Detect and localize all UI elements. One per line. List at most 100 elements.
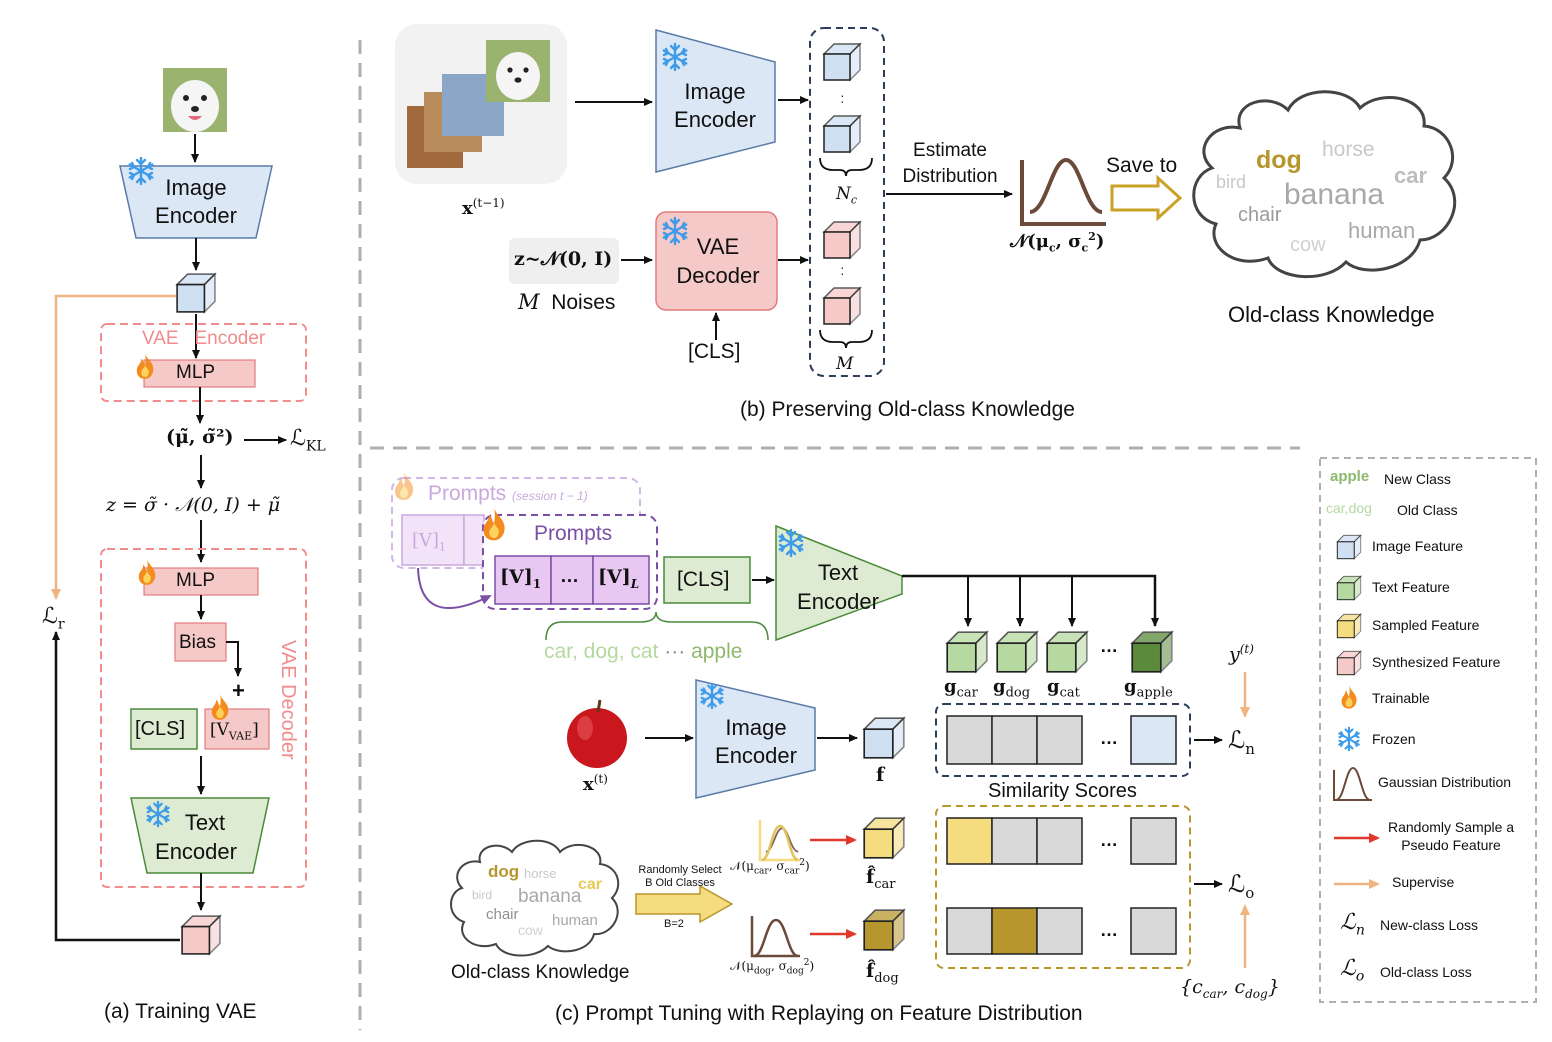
svg-text:·: · <box>840 93 845 109</box>
legend-old-key: car,dog <box>1326 500 1372 516</box>
cloud-word-chair: chair <box>1238 204 1282 226</box>
g-car: gcar <box>944 676 978 701</box>
class-names: car, dog, cat ··· apple <box>544 640 743 663</box>
caption-b: (b) Preserving Old-class Knowledge <box>740 398 1075 421</box>
noises-label: M Noises <box>518 290 616 314</box>
legend-image-cube <box>1336 534 1362 560</box>
f-dog-label: f̂dog <box>866 960 899 986</box>
image-feature-cube <box>176 273 216 313</box>
knowledge-cloud-small <box>450 839 620 957</box>
legend-old-class-loss: Old-class Loss <box>1380 964 1472 980</box>
legend-loss-n-sym: ℒn <box>1340 910 1365 939</box>
sim-dots: … <box>1100 728 1118 748</box>
legend-snowflake-icon <box>1338 726 1360 752</box>
legend-gaussian-icon <box>1335 766 1371 801</box>
g-dog: gdog <box>993 676 1031 701</box>
image-encoder-c <box>695 679 816 799</box>
nc-label: Nc <box>836 184 858 207</box>
vl-label: [V]L <box>598 566 640 591</box>
legend-new-class: New Class <box>1384 471 1451 487</box>
legend-apple-key: apple <box>1330 468 1370 485</box>
legend-synthesized-feature: Synthesized Feature <box>1372 654 1501 670</box>
vae-decoder-box <box>100 548 307 888</box>
image-encoder-b <box>655 29 776 173</box>
similarity-box <box>935 703 1191 777</box>
legend-old-class: Old Class <box>1397 502 1458 518</box>
vae-encoder-label: VAE Encoder <box>142 328 266 349</box>
v1-prev-label: [V]1 <box>412 530 447 554</box>
cloud-word-cow: cow <box>1290 234 1326 256</box>
c-set-label: {ccar, cdog} <box>1180 976 1280 1001</box>
brace-m <box>819 329 873 349</box>
g-apple: gapple <box>1124 676 1173 701</box>
synthesized-feature-cube <box>823 287 861 325</box>
gauss-axis <box>1020 160 1106 226</box>
similarity-label: Similarity Scores <box>988 780 1137 802</box>
loss-o-label: ℒo <box>1228 870 1255 902</box>
prompt-dots: … <box>560 566 579 587</box>
g-cat: gcat <box>1047 676 1080 701</box>
legend-sampled-feature: Sampled Feature <box>1372 617 1480 633</box>
svg-text:·: · <box>840 87 845 103</box>
save-to-label: Save to <box>1106 154 1178 177</box>
vae-decoder-label: VAE Decoder <box>277 640 299 760</box>
old-dots-1: … <box>1100 830 1118 850</box>
mlp-top-label: MLP <box>176 362 216 383</box>
legend-text-feature: Text Feature <box>1372 579 1450 595</box>
prompts-label: Prompts <box>534 522 613 545</box>
small-word-human: human <box>552 912 598 929</box>
small-word-banana: banana <box>518 886 582 907</box>
plus-sign: + <box>232 678 245 703</box>
gaussian-icon <box>1030 160 1102 212</box>
cloud-word-bird: bird <box>1216 172 1247 192</box>
gaussian-dog-icon <box>753 918 799 958</box>
sampled-feature-car <box>863 817 905 859</box>
b-eq-label: B=2 <box>664 918 684 930</box>
legend-gaussian: Gaussian Distribution <box>1378 774 1512 790</box>
y-t-label: y(t) <box>1229 642 1254 666</box>
save-arrow <box>1110 174 1183 222</box>
text-feature-cube-dog <box>996 631 1038 673</box>
brace-nc <box>819 157 873 177</box>
synthesized-feature-cube <box>181 915 221 955</box>
m-label: M <box>836 354 854 374</box>
flame-icon <box>211 694 229 720</box>
legend <box>1319 457 1537 1003</box>
prompts-prev-label: Prompts (session t − 1) <box>428 482 588 505</box>
synthesized-feature-cube <box>823 221 861 259</box>
legend-image-feature: Image Feature <box>1372 538 1464 554</box>
g-dots: … <box>1100 636 1118 656</box>
old-scores-box <box>935 805 1191 969</box>
cloud-word-car: car <box>1394 163 1428 188</box>
image-feature-cube <box>823 43 861 81</box>
legend-flame-icon <box>1341 685 1357 709</box>
noise-box <box>509 238 619 284</box>
f-label: f <box>876 764 885 786</box>
x-prev-label: x(t−1) <box>462 196 505 219</box>
feature-column <box>809 27 885 377</box>
image-encoder-a <box>119 165 273 239</box>
flame-icon <box>136 353 154 379</box>
gauss-dog-label: 𝒩(μdog, σdog2) <box>730 958 815 977</box>
loss-kl-label: ℒKL <box>290 426 326 455</box>
knowledge-cloud <box>1192 90 1457 279</box>
panel-a <box>51 68 307 955</box>
flame-icon <box>395 472 414 500</box>
loss-n-label: ℒn <box>1228 726 1255 758</box>
legend-loss-o-sym: ℒo <box>1340 956 1365 985</box>
text-encoder-c <box>775 524 903 642</box>
gauss-b-label: 𝒩(μc, σc2) <box>1010 230 1105 255</box>
small-word-cow: cow <box>518 922 543 938</box>
mlp-bottom-label: MLP <box>176 570 216 591</box>
legend-box <box>1319 457 1537 1003</box>
select-arrow <box>635 884 734 924</box>
cls-c-label: [CLS] <box>677 568 730 591</box>
legend-text-cube <box>1336 575 1362 601</box>
apple-photo <box>567 708 627 768</box>
legend-supervise: Supervise <box>1392 874 1455 890</box>
